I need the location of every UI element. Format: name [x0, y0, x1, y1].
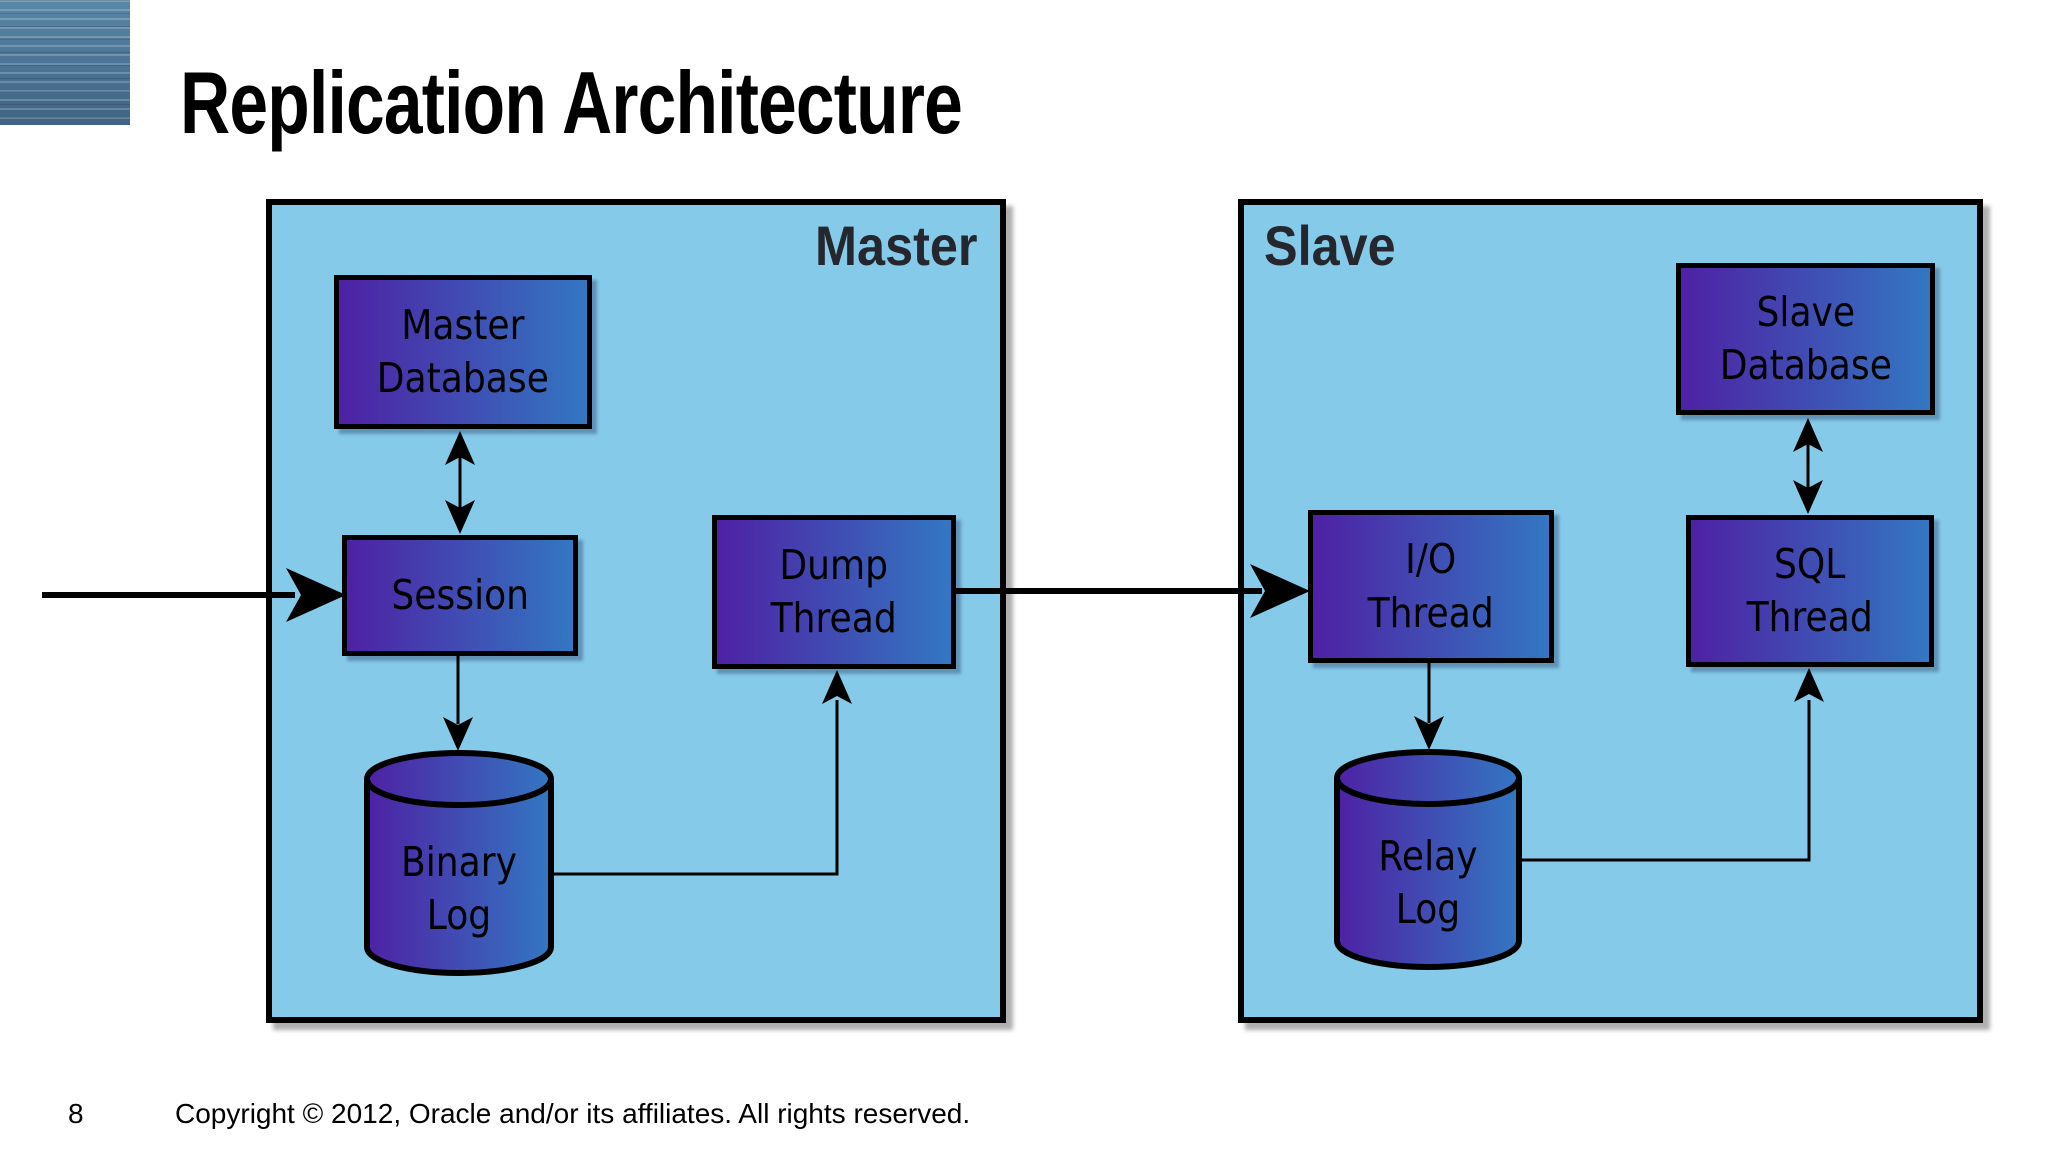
- copyright-text: Copyright © 2012, Oracle and/or its affi…: [175, 1098, 971, 1129]
- slave-database-box: Slave Database: [1676, 263, 1935, 415]
- io-thread-label: I/O Thread: [1367, 535, 1495, 637]
- sql-thread-label: SQL Thread: [1746, 539, 1874, 641]
- corner-decoration: [0, 0, 130, 125]
- dump-thread-box: Dump Thread: [712, 515, 956, 669]
- master-database-label: Master Database: [376, 300, 550, 402]
- slave-container-label: Slave: [1264, 214, 1396, 277]
- page-number: 8: [68, 1098, 84, 1129]
- master-container-label: Master: [815, 214, 978, 277]
- io-thread-box: I/O Thread: [1308, 510, 1554, 663]
- master-database-box: Master Database: [334, 275, 592, 429]
- slide-title: Replication Architecture: [180, 53, 963, 152]
- dump-thread-label: Dump Thread: [770, 540, 898, 642]
- sql-thread-box: SQL Thread: [1686, 515, 1934, 667]
- slave-database-label: Slave Database: [1719, 287, 1892, 389]
- session-box: Session: [342, 535, 578, 656]
- session-label: Session: [391, 570, 529, 619]
